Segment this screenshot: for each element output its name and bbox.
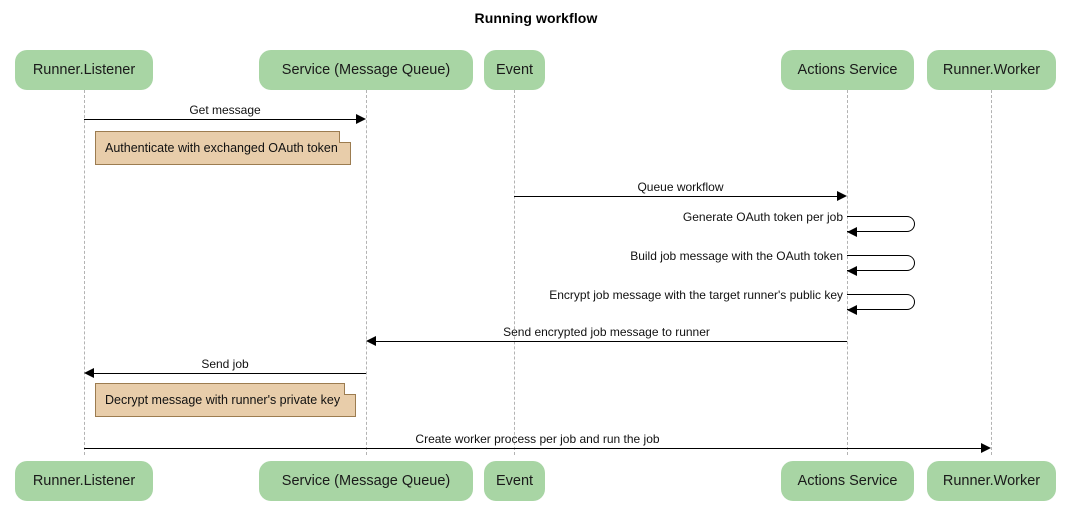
message-label-send-encrypted-job: Send encrypted job message to runner	[503, 325, 710, 339]
message-label-encrypt-job: Encrypt job message with the target runn…	[549, 288, 843, 302]
participant-actions-service-bottom[interactable]: Actions Service	[781, 461, 914, 501]
note-authenticate: Authenticate with exchanged OAuth token	[95, 131, 351, 165]
message-label-build-job-message: Build job message with the OAuth token	[630, 249, 843, 263]
note-fold-corner-icon	[344, 383, 356, 395]
message-label-get-message: Get message	[189, 103, 261, 117]
note-label: Authenticate with exchanged OAuth token	[105, 141, 338, 155]
message-line-send-job	[94, 373, 366, 374]
arrow-head-encrypt-job	[847, 305, 857, 315]
message-line-queue-workflow	[514, 196, 837, 197]
participant-event-bottom[interactable]: Event	[484, 461, 545, 501]
self-loop-generate-token	[847, 216, 915, 232]
message-label-generate-token: Generate OAuth token per job	[682, 210, 843, 224]
participant-label: Runner.Listener	[32, 62, 136, 78]
participant-actions-service-top[interactable]: Actions Service	[781, 50, 914, 90]
lifeline-runner-listener	[84, 90, 85, 455]
message-line-send-encrypted-job	[376, 341, 847, 342]
arrow-head-queue-workflow	[837, 191, 847, 201]
participant-runner-worker-top[interactable]: Runner.Worker	[927, 50, 1056, 90]
lifeline-service-mq	[366, 90, 367, 455]
participant-label: Actions Service	[797, 473, 898, 489]
participant-label: Service (Message Queue)	[281, 62, 451, 78]
participant-service-mq-top[interactable]: Service (Message Queue)	[259, 50, 473, 90]
message-label-create-worker: Create worker process per job and run th…	[415, 432, 660, 446]
message-label-send-job: Send job	[201, 357, 249, 371]
participant-runner-listener-top[interactable]: Runner.Listener	[15, 50, 153, 90]
participant-label: Runner.Worker	[942, 62, 1041, 78]
message-line-create-worker	[84, 448, 981, 449]
self-loop-encrypt-job	[847, 294, 915, 310]
arrow-head-build-job-message	[847, 266, 857, 276]
arrow-head-get-message	[356, 114, 366, 124]
participant-label: Service (Message Queue)	[281, 473, 451, 489]
participant-event-top[interactable]: Event	[484, 50, 545, 90]
note-decrypt: Decrypt message with runner's private ke…	[95, 383, 356, 417]
participant-label: Runner.Worker	[942, 473, 1041, 489]
participant-label: Actions Service	[797, 62, 898, 78]
participant-runner-worker-bottom[interactable]: Runner.Worker	[927, 461, 1056, 501]
participant-label: Runner.Listener	[32, 473, 136, 489]
arrow-head-send-encrypted-job	[366, 336, 376, 346]
arrow-head-send-job	[84, 368, 94, 378]
participant-runner-listener-bottom[interactable]: Runner.Listener	[15, 461, 153, 501]
note-fold-corner-icon	[339, 131, 351, 143]
participant-label: Event	[495, 473, 534, 489]
self-loop-build-job-message	[847, 255, 915, 271]
lifeline-event	[514, 90, 515, 455]
arrow-head-create-worker	[981, 443, 991, 453]
page-title: Running workflow	[474, 10, 598, 26]
message-label-queue-workflow: Queue workflow	[637, 180, 724, 194]
note-label: Decrypt message with runner's private ke…	[105, 393, 341, 407]
arrow-head-generate-token	[847, 227, 857, 237]
message-line-get-message	[84, 119, 356, 120]
participant-service-mq-bottom[interactable]: Service (Message Queue)	[259, 461, 473, 501]
participant-label: Event	[495, 62, 534, 78]
lifeline-runner-worker	[991, 90, 992, 455]
